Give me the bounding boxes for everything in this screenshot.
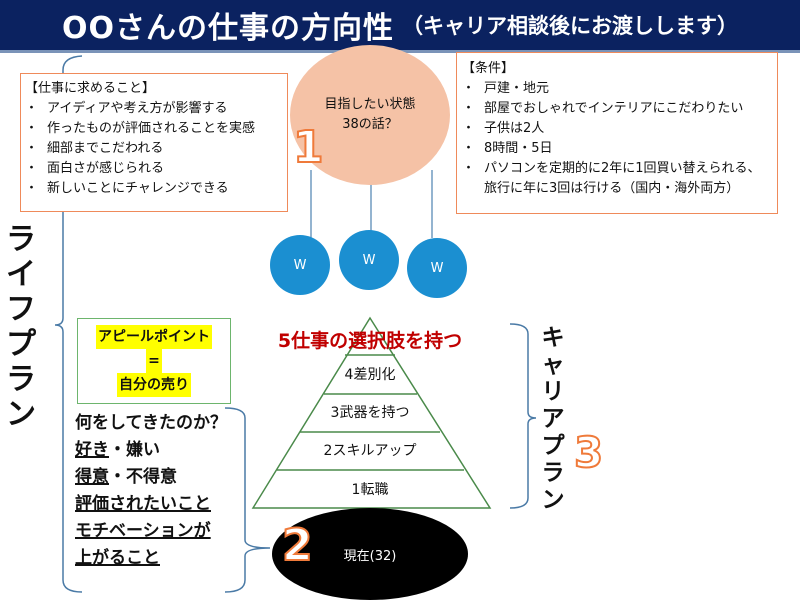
list-item: アイディアや考え方が影響する bbox=[25, 99, 283, 119]
list-item: パソコンを定期的に2年に1回買い替えられる、旅行に年に3回は行ける（国内・海外両… bbox=[462, 159, 772, 199]
conditions-box: 【条件】 戸建・地元 部屋でおしゃれでインテリアにこだわりたい 子供は2人 8時… bbox=[456, 52, 778, 214]
list-item: 戸建・地元 bbox=[462, 79, 772, 99]
work-wants-heading: 【仕事に求めること】 bbox=[25, 81, 156, 96]
pyramid-tier: 2スキルアップ bbox=[323, 443, 417, 459]
history-item: 好き・嫌い bbox=[75, 437, 227, 464]
history-item: 得意・不得意 bbox=[75, 464, 227, 491]
list-item: 子供は2人 bbox=[462, 119, 772, 139]
current-state-ellipse: 現在(32) bbox=[272, 508, 468, 600]
history-item-main: 上がること bbox=[75, 548, 160, 568]
w-circle: W bbox=[407, 238, 467, 298]
career-plan-brace bbox=[509, 323, 537, 509]
list-item: 部屋でおしゃれでインテリアにこだわりたい bbox=[462, 99, 772, 119]
history-brace bbox=[224, 407, 271, 593]
pyramid-tier: 4差別化 bbox=[344, 367, 396, 383]
page-title: OOさんの仕事の方向性 bbox=[61, 11, 394, 46]
history-item-main: 好き bbox=[75, 440, 109, 460]
current-label: 現在(32) bbox=[343, 548, 397, 564]
step-number-2: 2 bbox=[281, 519, 314, 572]
w-circle: W bbox=[339, 230, 399, 290]
list-item: 細部までこだわれる bbox=[25, 139, 283, 159]
life-plan-label: ライフプラン bbox=[6, 222, 36, 432]
step-number-1: 1 bbox=[292, 121, 325, 174]
history-item: モチベーションが bbox=[75, 518, 227, 545]
history-question: 何をしてきたのか？ bbox=[75, 413, 227, 433]
pyramid-top-label: 5仕事の選択肢を持つ bbox=[277, 330, 463, 352]
appeal-equals: = bbox=[146, 349, 162, 373]
w-circle: W bbox=[270, 235, 330, 295]
history-item-suffix: ・不得意 bbox=[109, 467, 177, 487]
list-item: 面白さが感じられる bbox=[25, 159, 283, 179]
list-item: 作ったものが評価されることを実感 bbox=[25, 119, 283, 139]
history-item-suffix: ・嫌い bbox=[109, 440, 160, 460]
career-plan-label: キャリアプラン bbox=[541, 325, 565, 513]
history-item-main: 評価されたいこと bbox=[75, 494, 211, 514]
list-item: 新しいことにチャレンジできる bbox=[25, 179, 283, 199]
goal-ellipse: 目指したい状態 38の話？ bbox=[290, 45, 450, 185]
history-list: 何をしてきたのか？ 好き・嫌い 得意・不得意 評価されたいこと モチベーションが… bbox=[75, 410, 227, 572]
step-number-3: 3 bbox=[573, 427, 604, 478]
appeal-point-box: アピールポイント = 自分の売り bbox=[77, 318, 231, 404]
history-item: 評価されたいこと bbox=[75, 491, 227, 518]
history-item: 上がること bbox=[75, 545, 227, 572]
appeal-line: 自分の売り bbox=[117, 373, 191, 397]
pyramid-tier: 1転職 bbox=[351, 482, 389, 498]
history-item-main: 得意 bbox=[75, 467, 109, 487]
pyramid-tier: 3武器を持つ bbox=[330, 405, 410, 421]
goal-label: 目指したい状態 bbox=[324, 97, 416, 112]
work-wants-box: 【仕事に求めること】 アイディアや考え方が影響する 作ったものが評価されることを… bbox=[20, 73, 288, 212]
life-plan-brace bbox=[54, 55, 83, 593]
history-item-main: モチベーションが bbox=[75, 521, 211, 541]
conditions-heading: 【条件】 bbox=[462, 61, 515, 76]
page-subtitle: （キャリア相談後にお渡しします） bbox=[402, 14, 738, 38]
appeal-line: アピールポイント bbox=[96, 325, 212, 349]
goal-sublabel: 38の話？ bbox=[342, 117, 398, 132]
list-item: 8時間・5日 bbox=[462, 139, 772, 159]
